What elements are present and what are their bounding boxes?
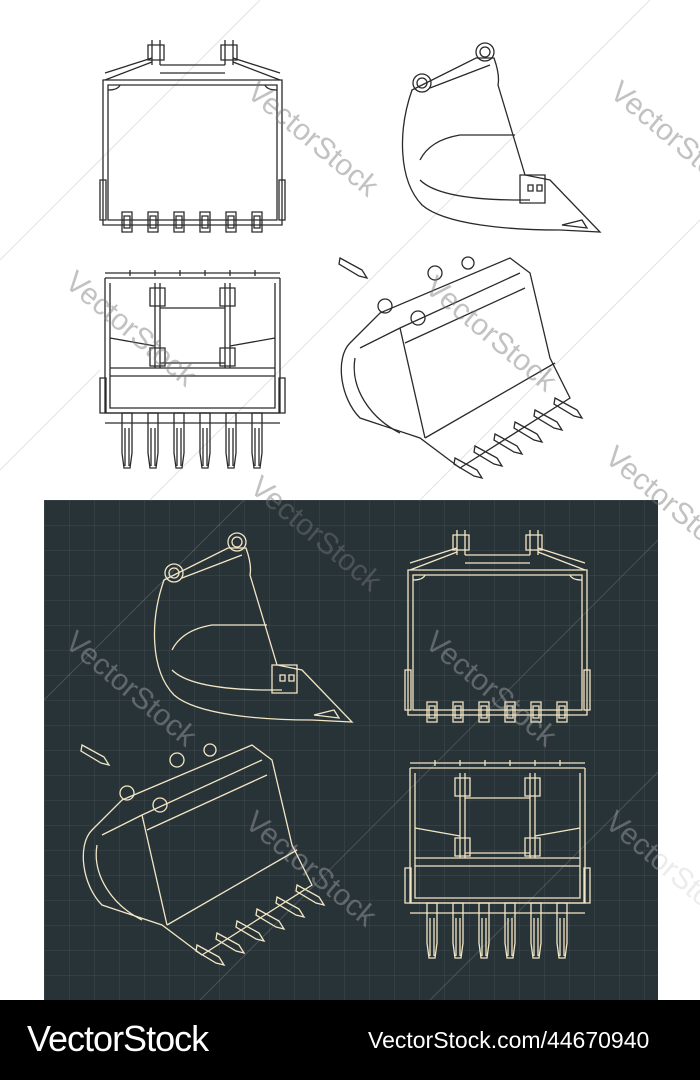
footer-bar: VectorStock VectorStock.com/44670940 (0, 1000, 700, 1080)
drawings (0, 0, 700, 1000)
light-blueprint-panel (0, 0, 700, 500)
dark-blueprint-panel (44, 500, 658, 1000)
side-view-light (401, 42, 601, 233)
brand-logo: VectorStock (27, 1018, 209, 1059)
image-url: VectorStock.com/44670940 (368, 1027, 650, 1053)
back-view-dark (405, 760, 590, 958)
front-view-light (100, 40, 285, 232)
